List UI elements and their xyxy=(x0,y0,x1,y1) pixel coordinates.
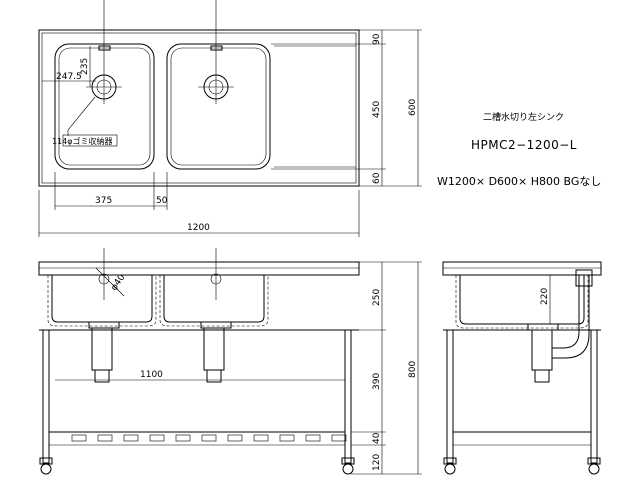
dim-diameter: φ40 xyxy=(109,273,127,293)
shelf-slot xyxy=(331,434,347,442)
top-view-dimensions: 1200 375 50 90 450 60 600 235 247.5 114φ… xyxy=(38,29,422,237)
dim-front: 60 xyxy=(372,172,382,184)
right-drain xyxy=(198,0,234,104)
dim-total-height: 800 xyxy=(408,361,418,378)
dim-side-bowl-depth: 220 xyxy=(540,288,550,305)
shelf-slots xyxy=(71,434,347,442)
shelf-slot xyxy=(227,434,243,442)
shelf-slot xyxy=(279,434,295,442)
dim-front-bottom: 120 xyxy=(372,454,382,471)
side-bowl xyxy=(459,275,585,325)
dim-gap: 50 xyxy=(156,196,168,206)
side-right-caster xyxy=(588,463,600,475)
side-drain-pipe xyxy=(531,329,553,371)
dim-depth-total: 600 xyxy=(408,99,418,116)
front-right-caster xyxy=(342,463,354,475)
dim-drain-offset: 375 xyxy=(95,196,112,206)
drawing-title: 二槽水切り左シンク xyxy=(483,113,565,123)
front-left-caster xyxy=(40,463,52,475)
side-overflow-pipe xyxy=(552,275,580,349)
left-drain xyxy=(86,0,122,104)
shelf-slot xyxy=(71,434,87,442)
shelf-slot xyxy=(175,434,191,442)
dimension-spec: W1200× D600× H800 BGなし xyxy=(437,175,602,188)
shelf-slot xyxy=(123,434,139,442)
shelf-slot xyxy=(97,434,113,442)
top-inner-frame xyxy=(41,32,357,184)
dim-bowl: 450 xyxy=(372,101,382,118)
side-view xyxy=(442,261,602,475)
side-view-dimensions: 220 xyxy=(540,275,551,324)
side-top-rim xyxy=(442,261,602,276)
top-view xyxy=(38,0,360,187)
left-bowl xyxy=(54,43,155,170)
dim-front-mid: 390 xyxy=(372,373,382,390)
top-outer-frame xyxy=(38,29,360,187)
callout-garbage-basket: 114φゴミ収納器 xyxy=(52,136,113,146)
dim-total-width: 1200 xyxy=(187,223,210,233)
front-top-rim xyxy=(38,261,360,276)
side-left-leg xyxy=(446,329,454,464)
dim-front-shelf-gap: 40 xyxy=(372,432,382,444)
dim-drain-from-side: 247.5 xyxy=(56,72,82,82)
side-right-leg xyxy=(590,329,598,464)
shelf-slot xyxy=(253,434,269,442)
front-view xyxy=(38,248,360,475)
dim-inner-width: 1100 xyxy=(140,370,163,380)
front-right-bowl xyxy=(163,275,265,323)
front-view-dimensions: 1100 φ40 250 390 40 120 800 xyxy=(55,261,422,475)
left-overflow xyxy=(98,45,111,51)
right-bowl xyxy=(166,43,271,170)
dim-back: 90 xyxy=(372,33,382,45)
front-right-leg xyxy=(344,329,352,464)
front-left-leg xyxy=(42,329,50,464)
dim-drain-from-back: 235 xyxy=(80,58,90,75)
shelf-slot xyxy=(201,434,217,442)
shelf-slot xyxy=(305,434,321,442)
model-number: HPMC2−1200−L xyxy=(471,138,577,152)
right-overflow xyxy=(210,45,223,51)
dim-front-bowl-depth: 250 xyxy=(372,289,382,306)
side-left-caster xyxy=(444,463,456,475)
front-left-bowl xyxy=(51,275,153,323)
shelf-slot xyxy=(149,434,165,442)
